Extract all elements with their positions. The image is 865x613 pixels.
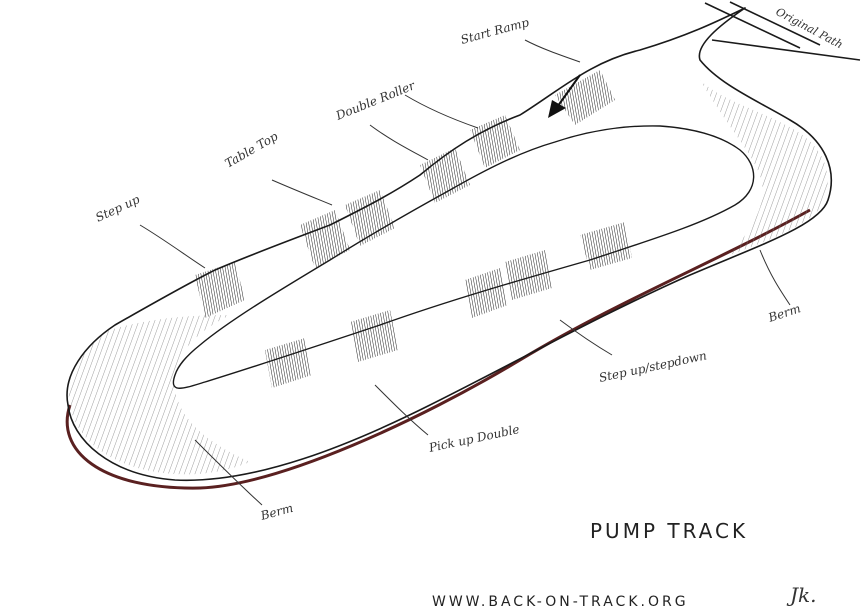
berm-left-shading [68,315,250,475]
page-title: PUMP TRACK [590,519,748,543]
track-shadow [65,208,811,490]
berm-right-shading [700,80,828,255]
original-path-lines [704,1,861,61]
signature: Jk. [786,583,817,607]
roller [580,222,632,270]
roller [265,338,312,388]
roller [555,70,615,125]
roller [420,148,470,203]
label-pick-up-double: Pick up Double [427,422,521,455]
roller [345,190,395,246]
roller [300,210,350,268]
roller [465,268,508,318]
label-step-up: Step up [93,192,142,225]
roller [350,310,398,362]
label-berm-left: Berm [258,501,295,523]
label-pick-up-double-text: Pick up Double [427,422,521,455]
label-double-roller: Double Roller [333,78,418,123]
website-url: WWW.BACK-ON-TRACK.ORG [432,594,689,610]
roller [470,115,520,168]
label-table-top: Table Top [223,129,281,171]
direction-arrow [548,74,581,118]
track-outer [65,7,832,490]
roller [505,250,552,300]
label-step-up-stepdown: Step up/stepdown [598,348,708,385]
track-rollers [195,70,632,388]
track-outline [66,7,832,482]
label-berm-right: Berm [766,301,803,325]
label-start-ramp: Start Ramp [459,15,531,47]
track-infield [172,125,755,389]
roller [195,262,245,318]
